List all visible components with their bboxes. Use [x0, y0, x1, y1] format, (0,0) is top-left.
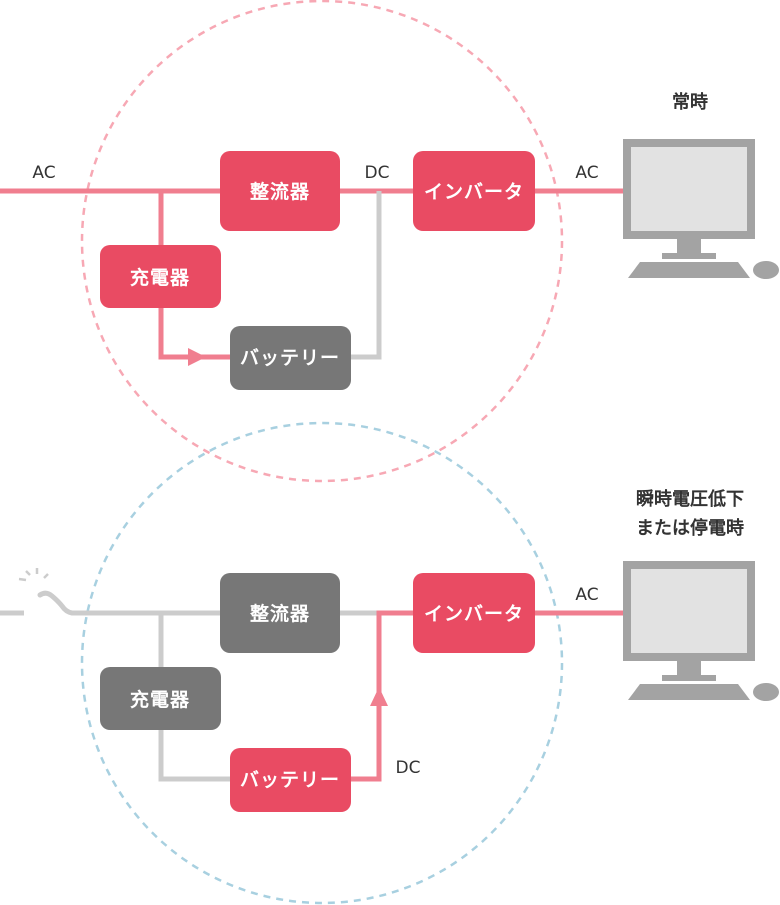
rectifier-box-outage: 整流器 [220, 573, 340, 653]
broken-power-line-icon [0, 568, 223, 616]
inverter-label: インバータ [424, 181, 524, 203]
inverter-box: インバータ [413, 151, 535, 231]
charger-to-battery-line [158, 308, 230, 360]
desktop-computer-icon [623, 561, 779, 701]
dc-label-outage: DC [396, 758, 421, 778]
outage-mode-diagram: 整流器 充電器 インバータ バッテリー DC AC 瞬時電圧低下 または停電時 [0, 488, 779, 812]
outage-mode-title-line2: または停電時 [636, 517, 744, 539]
charger-label-outage: 充電器 [130, 688, 190, 711]
desktop-computer-icon [623, 139, 779, 279]
outage-mode-title-line1: 瞬時電圧低下 [636, 488, 744, 510]
dc-label: DC [365, 163, 390, 183]
battery-box-outage: バッテリー [230, 748, 351, 812]
charger-to-battery-line-inactive [158, 730, 230, 782]
ac-output-label: AC [575, 163, 598, 183]
rectifier-label-outage: 整流器 [250, 602, 310, 625]
charge-arrow-icon [188, 348, 206, 366]
ac-input-label: AC [32, 163, 55, 183]
battery-to-dc-line [351, 191, 382, 360]
rectifier-box: 整流器 [220, 151, 340, 231]
charger-label: 充電器 [130, 266, 190, 289]
battery-label-outage: バッテリー [240, 769, 340, 791]
normal-mode-diagram: 整流器 充電器 インバータ バッテリー AC DC AC 常時 [0, 91, 779, 390]
charger-box-outage: 充電器 [100, 667, 221, 730]
discharge-arrow-icon [370, 687, 388, 706]
outage-mode-circle [80, 421, 564, 905]
inverter-box-outage: インバータ [413, 573, 535, 653]
ac-output-label-outage: AC [575, 585, 598, 605]
normal-mode-circle [80, 0, 564, 483]
rectifier-label: 整流器 [250, 180, 310, 203]
normal-mode-title: 常時 [672, 91, 708, 113]
battery-box: バッテリー [230, 326, 351, 390]
battery-label: バッテリー [240, 347, 340, 369]
inverter-label-outage: インバータ [424, 603, 524, 625]
charger-box: 充電器 [100, 245, 221, 308]
